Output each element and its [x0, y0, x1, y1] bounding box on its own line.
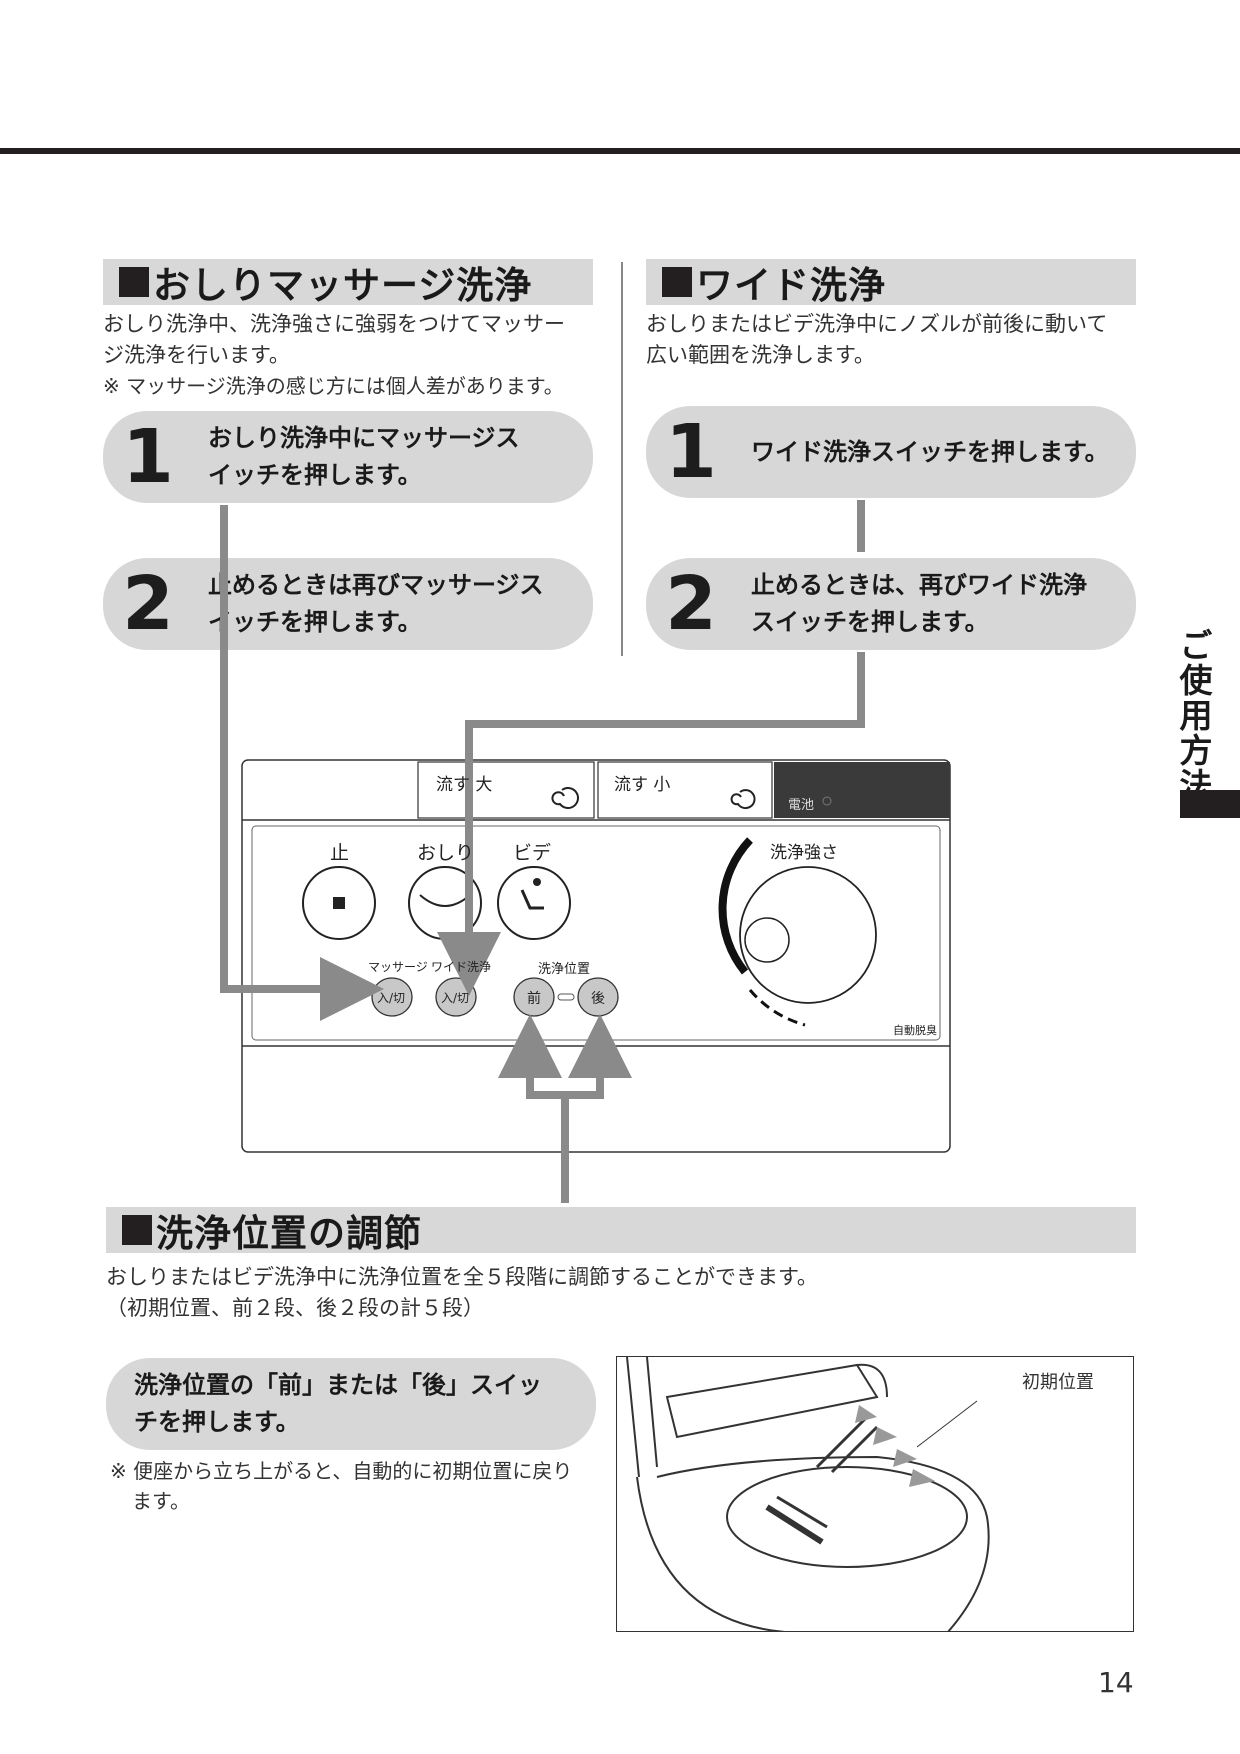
step-text-line: 止めるときは、再びワイド洗浄 — [751, 571, 1087, 599]
step-number: 1 — [122, 414, 174, 500]
square-bullet-icon — [662, 267, 692, 297]
wide-description: おしりまたはビデ洗浄中にノズルが前後に動いて 広い範囲を洗浄します。 — [646, 309, 1146, 371]
wide-step2: 2 止めるときは、再びワイド洗浄 スイッチを押します。 — [646, 558, 1136, 650]
wide-button-label: ワイド洗浄 — [431, 960, 492, 974]
flush-large-label: 流す 大 — [436, 775, 493, 795]
massage-button-label: マッサージ — [368, 960, 428, 974]
auto-deodorize-label: 自動脱臭 — [893, 1024, 937, 1037]
wide-step1: 1 ワイド洗浄スイッチを押します。 — [646, 406, 1136, 498]
position-description: おしりまたはビデ洗浄中に洗浄位置を全５段階に調節することができます。 （初期位置… — [106, 1262, 1136, 1324]
square-bullet-icon — [119, 267, 149, 297]
square-bullet-icon — [122, 1215, 152, 1245]
back-label: 後 — [591, 991, 605, 1007]
step-text-line: チを押します。 — [134, 1408, 300, 1436]
position-button-label: 洗浄位置 — [538, 962, 591, 977]
page-number: 14 — [1098, 1666, 1134, 1699]
massage-onoff-label: 入/切 — [377, 991, 406, 1005]
wide-desc-line2: 広い範囲を洗浄します。 — [646, 343, 875, 367]
massage-heading: おしりマッサージ洗浄 — [103, 259, 593, 307]
wide-connector-arrow — [437, 652, 865, 996]
position-note-line2: ます。 — [132, 1489, 190, 1513]
step-number: 2 — [122, 561, 174, 647]
step-text-line: おしり洗浄中にマッサージス — [208, 424, 520, 452]
position-step: 洗浄位置の「前」または「後」スイッ チを押します。 — [106, 1358, 596, 1450]
position-title: 洗浄位置の調節 — [156, 1212, 422, 1255]
oshiri-label: おしり — [417, 842, 475, 864]
swirl-icon — [551, 787, 756, 810]
position-note: ※ 便座から立ち上がると、自動的に初期位置に戻り ます。 — [110, 1456, 610, 1516]
position-desc-line2: （初期位置、前２段、後２段の計５段） — [106, 1296, 484, 1320]
massage-note: ※ マッサージ洗浄の感じ方には個人差があります。 — [103, 374, 564, 398]
step-number: 1 — [665, 409, 717, 495]
massage-description: おしり洗浄中、洗浄強さに強弱をつけてマッサー ジ洗浄を行います。 — [103, 309, 603, 371]
position-note-line1: ※ 便座から立ち上がると、自動的に初期位置に戻り — [110, 1459, 573, 1483]
position-heading: 洗浄位置の調節 — [106, 1207, 1136, 1255]
position-desc-line1: おしりまたはビデ洗浄中に洗浄位置を全５段階に調節することができます。 — [106, 1265, 818, 1289]
front-connector-arrow — [498, 1014, 569, 1203]
step-text-line: スイッチを押します。 — [751, 608, 989, 636]
battery-label: 電池 — [788, 798, 815, 813]
side-tab-marker — [1180, 790, 1240, 818]
step-text-line: 止めるときは再びマッサージス — [208, 571, 544, 599]
massage-desc-line2: ジ洗浄を行います。 — [103, 343, 290, 367]
stop-label: 止 — [330, 842, 350, 864]
massage-title: おしりマッサージ洗浄 — [153, 264, 533, 307]
wide-title: ワイド洗浄 — [696, 264, 886, 307]
strength-dial — [739, 866, 877, 1004]
toilet-seat-drawing — [626, 1357, 990, 1631]
step-number: 2 — [665, 561, 717, 647]
step-text-line: ワイド洗浄スイッチを押します。 — [751, 437, 1109, 466]
wide-desc-line1: おしりまたはビデ洗浄中にノズルが前後に動いて — [646, 312, 1108, 336]
massage-step1: 1 おしり洗浄中にマッサージス イッチを押します。 — [103, 411, 593, 503]
back-connector-arrow — [565, 1014, 632, 1099]
massage-desc-line1: おしり洗浄中、洗浄強さに強弱をつけてマッサー — [103, 312, 565, 336]
step-text-line: 洗浄位置の「前」または「後」スイッ — [134, 1371, 542, 1399]
bidet-label: ビデ — [513, 842, 552, 864]
battery-panel — [774, 762, 950, 818]
initial-position-label: 初期位置 — [1022, 1372, 1094, 1393]
strength-label: 洗浄強さ — [770, 843, 838, 863]
step-text-line: イッチを押します。 — [208, 608, 422, 636]
side-section-title: ご使用方法 — [1174, 628, 1213, 803]
front-label: 前 — [527, 991, 541, 1007]
wide-onoff-label: 入/切 — [441, 991, 470, 1005]
flush-large-button — [417, 761, 595, 819]
step-text-line: イッチを押します。 — [208, 461, 422, 489]
massage-connector-arrow — [220, 505, 384, 1021]
bidet-button — [497, 866, 571, 940]
massage-step2: 2 止めるときは再びマッサージス イッチを押します。 — [103, 558, 593, 650]
toilet-illustration — [616, 1356, 1134, 1632]
wide-heading: ワイド洗浄 — [646, 259, 1136, 307]
column-divider — [621, 262, 623, 656]
top-rule — [0, 148, 1240, 154]
flush-small-label: 流す 小 — [614, 775, 671, 795]
